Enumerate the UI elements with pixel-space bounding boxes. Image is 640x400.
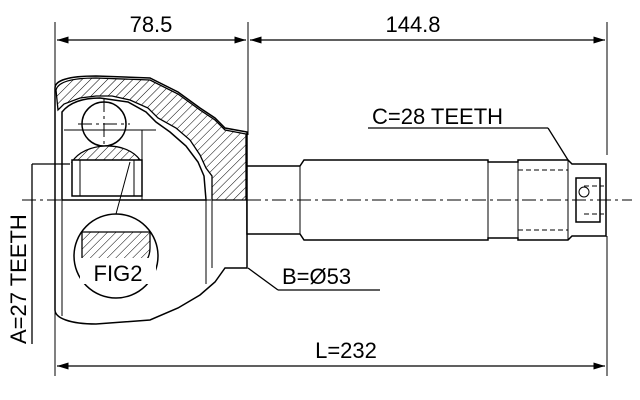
total-length-dimension: L=232 — [54, 236, 608, 376]
top-dimension-group: 78.5 144.8 — [54, 12, 608, 155]
fig-leader — [115, 161, 131, 215]
housing-hatch-section — [55, 77, 247, 201]
ball-cage — [64, 98, 156, 215]
inner-race — [71, 159, 143, 197]
c-teeth-label: C=28 TEETH — [372, 104, 503, 129]
tip-hole — [578, 186, 590, 198]
dim-left-value: 78.5 — [130, 12, 173, 37]
a-teeth-label: A=27 TEETH — [6, 214, 31, 344]
c-leader-diagonal — [547, 127, 569, 161]
fig2-label-bg — [80, 258, 156, 284]
fig2-detail: FIG2 — [73, 213, 159, 299]
outer-teeth-callout: A=27 TEETH — [6, 163, 70, 344]
b-leader-diagonal — [247, 267, 279, 291]
fig2-label: FIG2 — [94, 261, 143, 286]
l-value: L=232 — [315, 338, 377, 363]
cage-hatch — [70, 145, 142, 163]
boot-diameter-callout: B=Ø53 — [247, 264, 380, 291]
b-diameter-label: B=Ø53 — [282, 264, 351, 289]
inner-teeth-callout: C=28 TEETH — [368, 104, 569, 161]
dim-right-value: 144.8 — [385, 12, 440, 37]
